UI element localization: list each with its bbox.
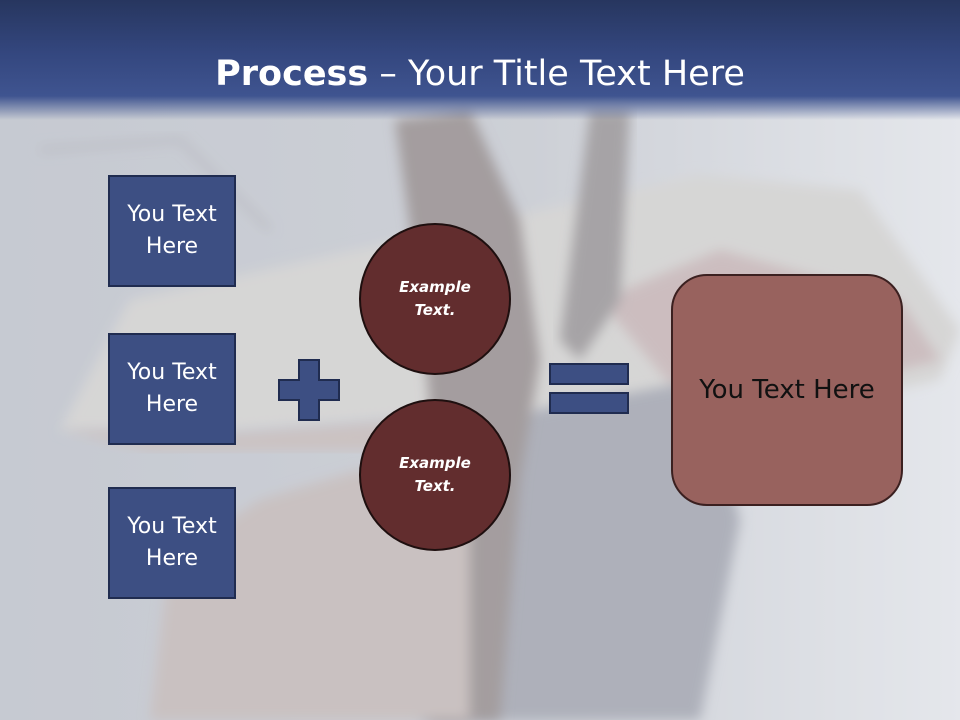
example-circle-2[interactable]: Example Text.: [359, 399, 511, 551]
text-box-2[interactable]: You Text Here: [108, 333, 236, 445]
text-box-1[interactable]: You Text Here: [108, 175, 236, 287]
circle-label: Example Text.: [399, 278, 471, 319]
text-box-3[interactable]: You Text Here: [108, 487, 236, 599]
text-box-label: You Text Here: [127, 360, 217, 417]
plus-icon: [278, 359, 340, 421]
equals-icon: [549, 363, 629, 414]
title-bold: Process: [215, 54, 369, 94]
circle-label: Example Text.: [399, 454, 471, 495]
result-label: You Text Here: [699, 375, 875, 405]
text-box-label: You Text Here: [127, 514, 217, 571]
slide-title: Process – Your Title Text Here: [0, 52, 960, 96]
title-rest: – Your Title Text Here: [368, 54, 745, 94]
result-box[interactable]: You Text Here: [671, 274, 903, 506]
example-circle-1[interactable]: Example Text.: [359, 223, 511, 375]
title-bar: [0, 0, 960, 120]
text-box-label: You Text Here: [127, 202, 217, 259]
